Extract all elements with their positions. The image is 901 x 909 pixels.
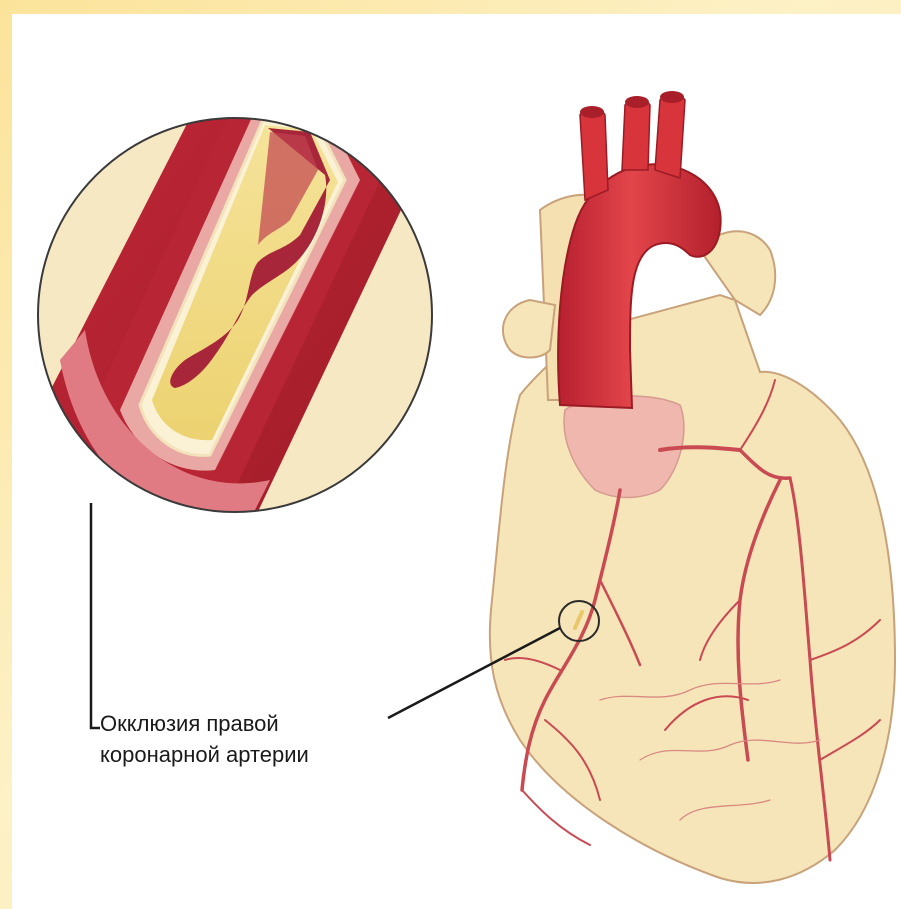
aorta-branch-2 (622, 99, 650, 170)
aorta-opening-2 (625, 96, 649, 108)
aorta-branch-1 (580, 108, 608, 201)
aorta-branch-3 (655, 94, 685, 178)
aorta-opening-1 (580, 106, 604, 118)
aorta-opening-3 (660, 91, 684, 103)
right-atrium-ear (503, 300, 555, 358)
callout-bracket-line (91, 503, 100, 728)
occlusion-label: Окклюзия правой коронарной артерии (100, 708, 400, 770)
heart (490, 91, 895, 883)
occlusion-label-line-1: Окклюзия правой (100, 708, 400, 739)
occlusion-label-line-2: коронарной артерии (100, 739, 400, 770)
magnified-artery-view (30, 40, 432, 560)
